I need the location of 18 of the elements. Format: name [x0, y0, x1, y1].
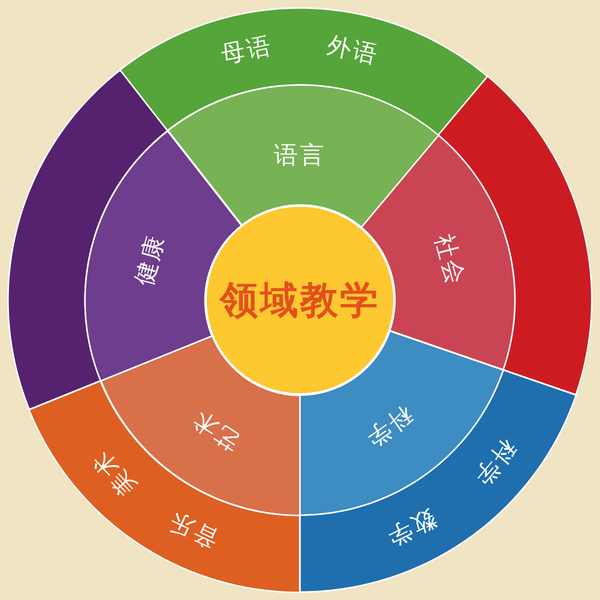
- segment-label: 科学: [468, 436, 520, 491]
- segment-label: 外语: [325, 32, 382, 67]
- segment-label: 语言: [274, 142, 326, 167]
- outer-ring-segment: [8, 70, 168, 410]
- outer-ring-segment: [29, 380, 300, 592]
- outer-ring-segment: [300, 370, 576, 592]
- segment-label: 社会: [431, 232, 468, 288]
- segment-label: 数学: [382, 506, 440, 550]
- center-circle: [205, 205, 395, 395]
- ring-segment: [168, 85, 438, 228]
- segment-label: 科学: [360, 402, 418, 452]
- segment-label: 艺术: [187, 406, 244, 454]
- segment-label: 音乐: [164, 508, 222, 552]
- segment-label: 母语: [218, 32, 275, 67]
- segment-label: 领域教学: [220, 281, 380, 319]
- outer-ring-segment: [120, 8, 488, 136]
- segment-label: 美术: [88, 446, 141, 500]
- segment-label: 健康: [132, 232, 169, 288]
